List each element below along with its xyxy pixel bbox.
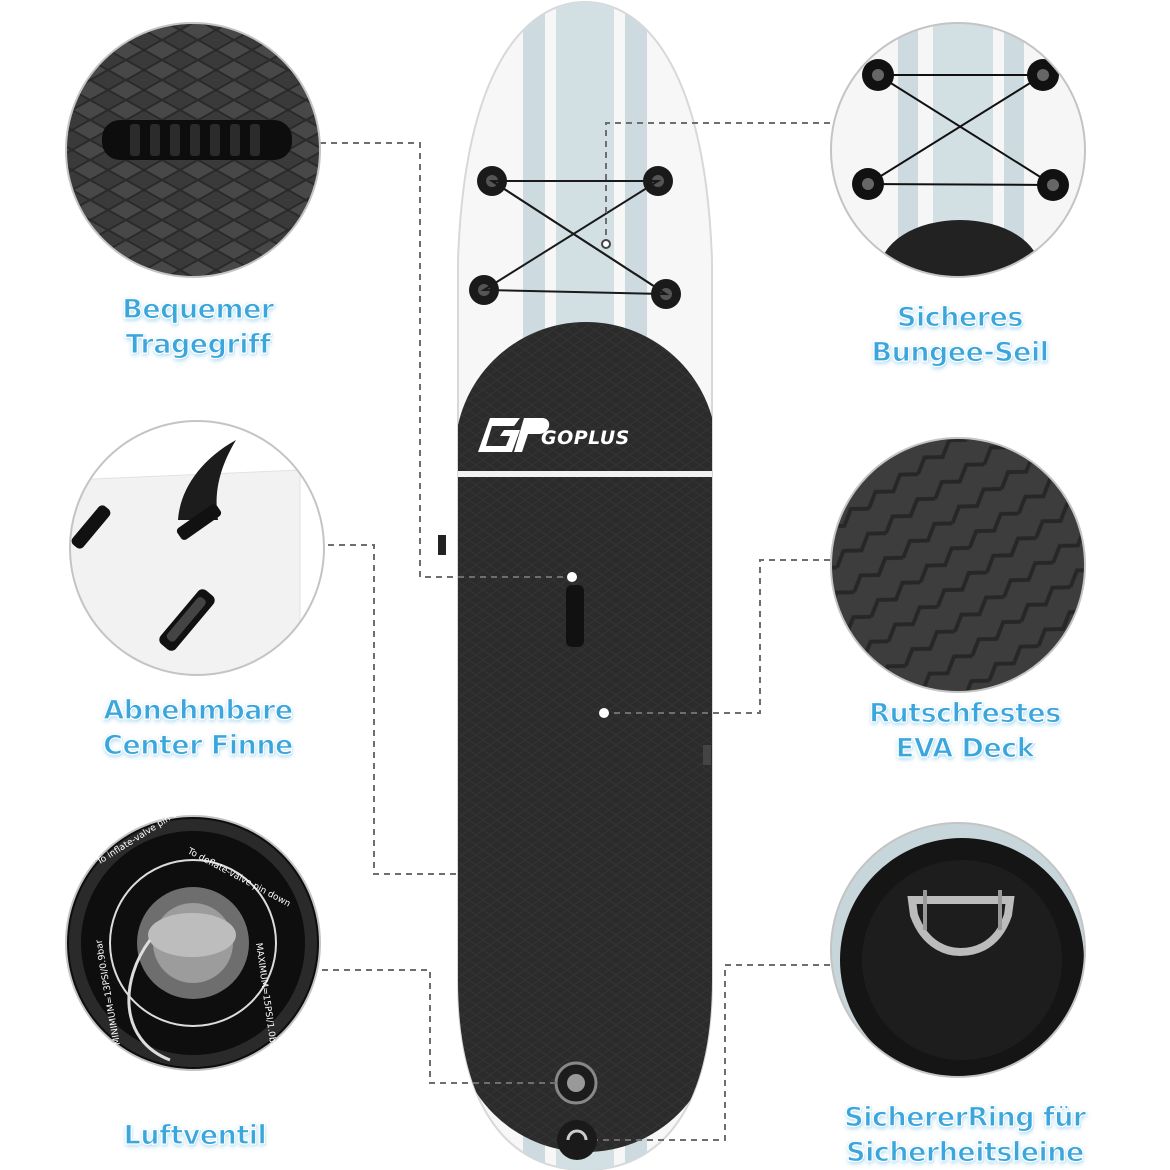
paddle-board	[438, 0, 713, 1170]
label-fin-line2: Center Finne	[103, 729, 294, 761]
fin-icon	[69, 420, 325, 676]
label-valve-line1: Luftventil	[123, 1119, 267, 1151]
label-deck-line1: Rutschfestes	[869, 697, 1062, 729]
tail-valve	[554, 1061, 598, 1105]
label-ring-line1: SichererRing für	[844, 1101, 1087, 1133]
label-ring-line2: Sicherheitsleine	[846, 1136, 1085, 1168]
d-ring-icon	[830, 822, 1086, 1078]
label-deck-line2: EVA Deck	[895, 732, 1035, 764]
label-valve: Luftventil	[100, 1118, 290, 1153]
air-valve-icon	[65, 815, 321, 1071]
label-bungee-line1: Sicheres	[896, 301, 1024, 333]
label-bungee: Sicheres Bungee-Seil	[855, 300, 1065, 370]
bungee-anchors	[469, 166, 681, 309]
label-bungee-line2: Bungee-Seil	[871, 336, 1050, 368]
brand-name: GOPLUS	[541, 427, 630, 449]
center-handle	[566, 585, 584, 647]
carry-handle-icon	[65, 22, 321, 278]
label-fin: Abnehmbare Center Finne	[78, 693, 318, 763]
label-handle: Bequemer Tragegriff	[93, 292, 303, 362]
bungee-cord-icon	[830, 22, 1086, 278]
label-handle-line1: Bequemer	[122, 293, 275, 325]
gp-logo	[478, 418, 550, 452]
leader-lines	[320, 122, 830, 1141]
label-deck: Rutschfestes EVA Deck	[845, 696, 1085, 766]
tail-ring	[557, 1120, 597, 1160]
label-ring: SichererRing für Sicherheitsleine	[815, 1100, 1115, 1170]
label-handle-line2: Tragegriff	[125, 328, 272, 360]
label-fin-line1: Abnehmbare	[103, 694, 294, 726]
eva-deck-pad-icon	[830, 437, 1086, 693]
